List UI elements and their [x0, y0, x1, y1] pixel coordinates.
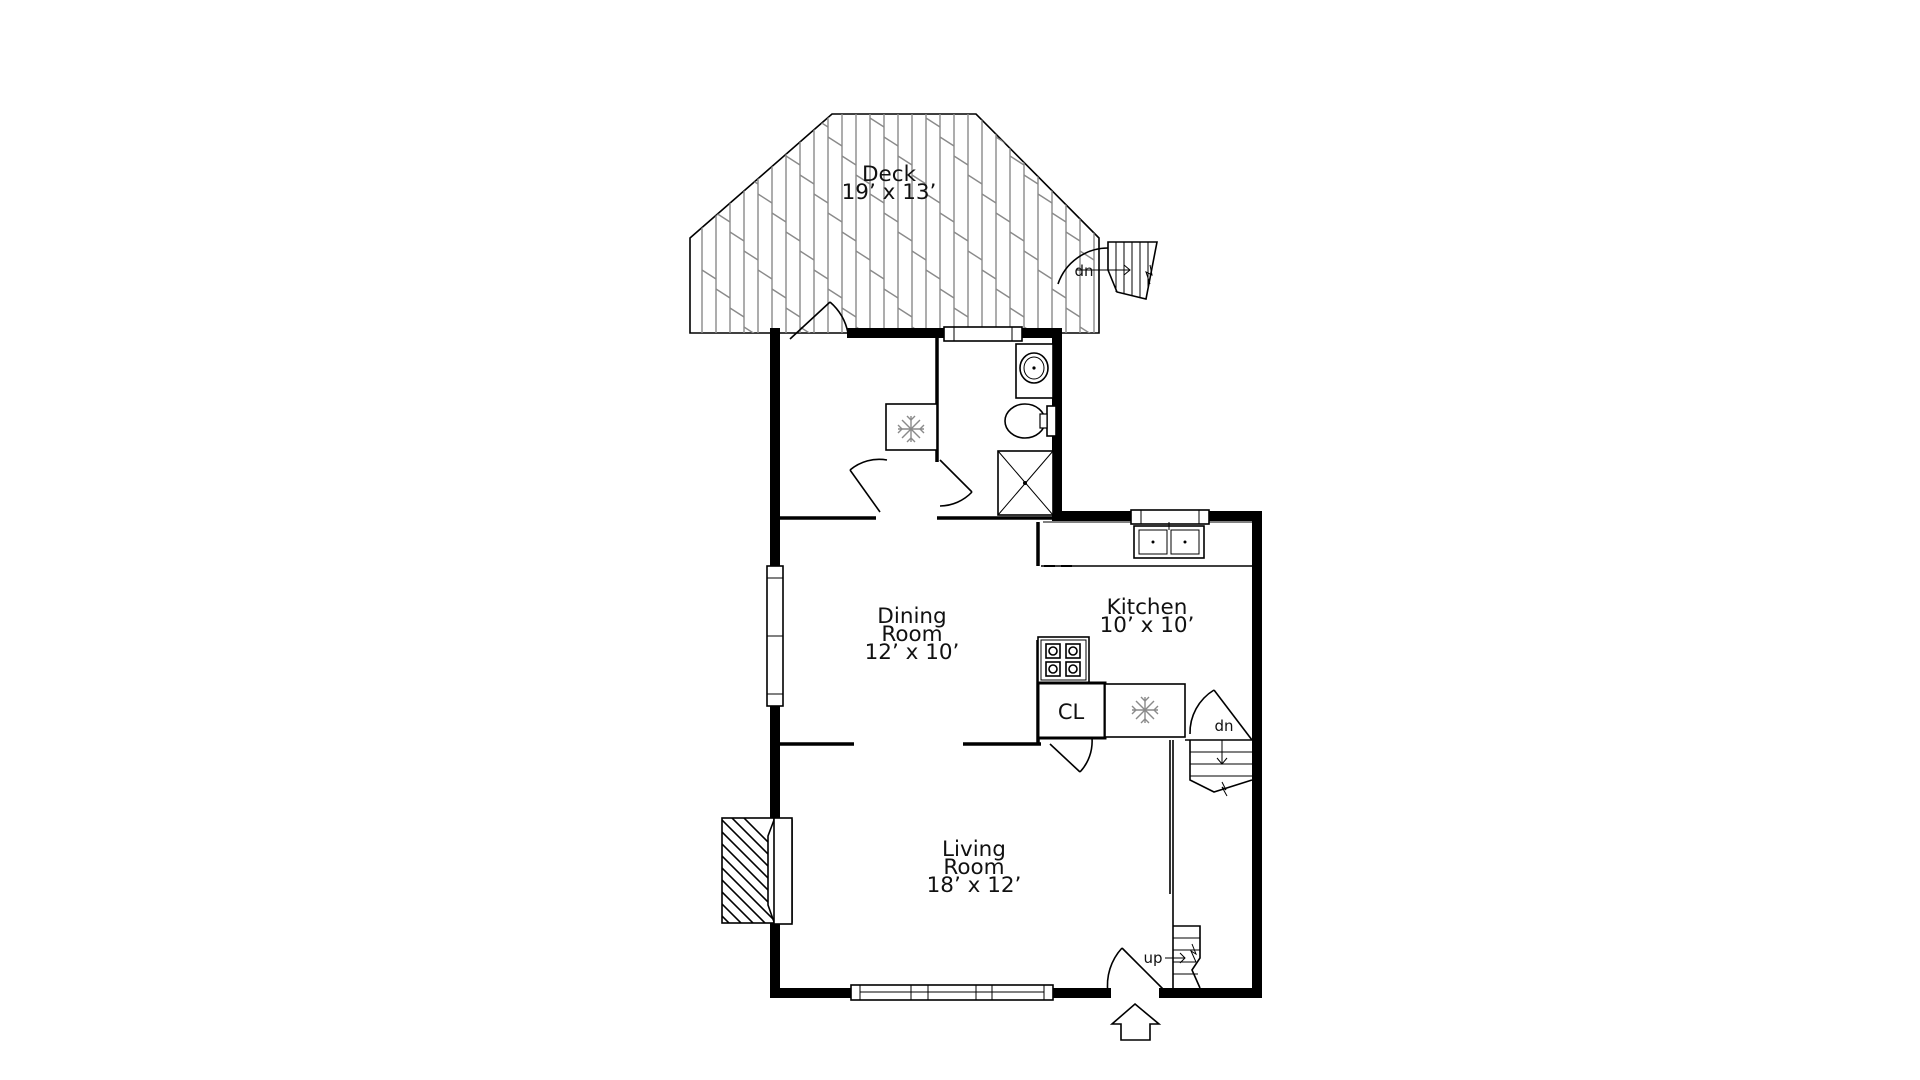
sink-icon — [1133, 522, 1205, 559]
living-name-2: Room — [943, 855, 1004, 880]
hall-door-left[interactable] — [849, 458, 888, 513]
snowflake-icon — [897, 415, 925, 443]
kitchen-window — [1130, 509, 1210, 525]
toilet-icon — [1004, 403, 1057, 439]
kitchen-name: Kitchen — [1107, 595, 1188, 620]
bath-fixtures — [997, 343, 1057, 516]
basement-stairs-label: dn — [1214, 717, 1233, 735]
front-door[interactable] — [1106, 947, 1165, 994]
bath-door[interactable] — [939, 459, 973, 507]
living-name-1: Living — [942, 837, 1006, 862]
snowflake-icon — [1131, 696, 1159, 724]
entry-stairs: up — [1143, 925, 1201, 989]
deck-size: 19’ x 13’ — [842, 180, 937, 205]
entry-arrow-icon — [1109, 1002, 1162, 1041]
deck-door[interactable] — [789, 301, 849, 340]
living-size: 18’ x 12’ — [927, 873, 1022, 898]
sink-icon — [1019, 352, 1049, 384]
bath-window — [943, 326, 1023, 342]
deck-name: Deck — [862, 162, 917, 187]
deck-stairs-label: dn — [1074, 262, 1093, 280]
entry-stairs-label: up — [1143, 949, 1162, 967]
basement-stairs: dn — [1189, 689, 1253, 797]
stove-icon — [1037, 636, 1090, 684]
dining-size: 12’ x 10’ — [865, 640, 960, 665]
dining-name-2: Room — [881, 622, 942, 647]
kitchen-size: 10’ x 10’ — [1100, 613, 1195, 638]
deck-stairs: dn — [1057, 241, 1158, 300]
closet-label: CL — [1058, 700, 1085, 724]
living-window — [850, 984, 1054, 1001]
utility-unit — [885, 403, 938, 451]
dining-name-1: Dining — [877, 604, 946, 629]
refrigerator — [1104, 683, 1186, 738]
dining-window — [766, 565, 784, 707]
closet-door[interactable] — [1049, 737, 1093, 773]
closet: CL — [1036, 681, 1107, 740]
shower — [997, 450, 1054, 516]
fireplace — [721, 817, 793, 925]
deck: Deck 19’ x 13’ — [689, 113, 1100, 334]
